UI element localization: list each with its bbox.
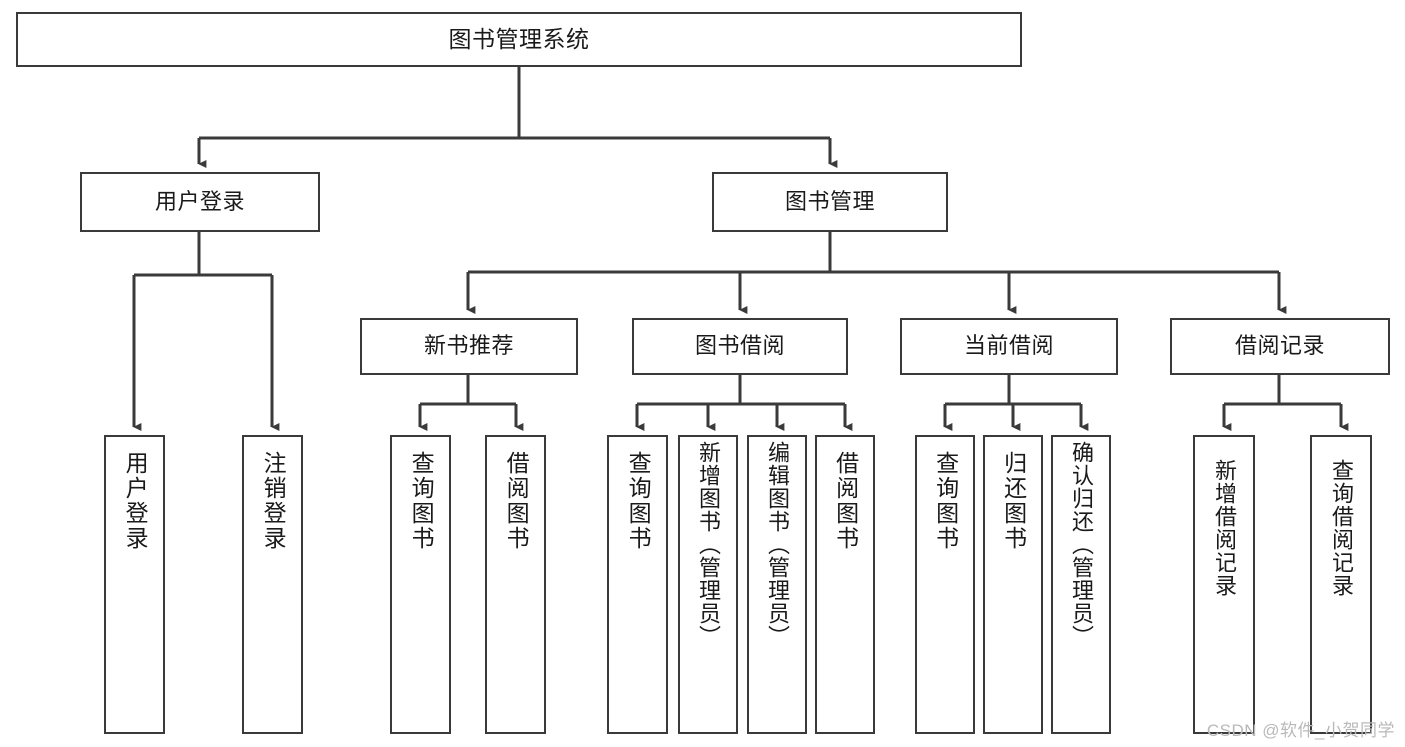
node-leaf-user-login[interactable]: 用户登录 — [104, 435, 165, 734]
node-book-manage-label: 图书管理 — [784, 188, 875, 214]
node-current-borrow[interactable]: 当前借阅 — [900, 318, 1118, 375]
node-book-borrow[interactable]: 图书借阅 — [632, 318, 848, 375]
node-leaf-query-book-cur[interactable]: 查询图书 — [915, 435, 975, 734]
node-leaf-user-logout-label: 注销登录 — [260, 451, 287, 551]
node-leaf-borrow-book-label: 借阅图书 — [832, 451, 859, 551]
node-leaf-user-logout[interactable]: 注销登录 — [242, 435, 303, 734]
node-leaf-edit-book-label: 编辑图书（管理员） — [764, 441, 790, 648]
node-leaf-query-book-rec[interactable]: 查询图书 — [390, 435, 451, 734]
node-leaf-return-book[interactable]: 归还图书 — [983, 435, 1043, 734]
node-leaf-confirm-return[interactable]: 确认归还（管理员） — [1051, 435, 1111, 734]
node-root[interactable]: 图书管理系统 — [16, 12, 1022, 67]
node-new-book-recommend[interactable]: 新书推荐 — [360, 318, 578, 375]
node-leaf-query-book-borrow-label: 查询图书 — [625, 451, 652, 551]
node-current-borrow-label: 当前借阅 — [963, 333, 1054, 359]
node-user-login[interactable]: 用户登录 — [80, 172, 320, 232]
csdn-watermark: CSDN @软件_小贺同学 — [1206, 721, 1395, 740]
node-book-manage[interactable]: 图书管理 — [712, 172, 948, 232]
node-new-book-recommend-label: 新书推荐 — [423, 333, 514, 359]
node-book-borrow-label: 图书借阅 — [694, 333, 785, 359]
node-leaf-query-book-rec-label: 查询图书 — [408, 451, 435, 551]
node-leaf-query-record[interactable]: 查询借阅记录 — [1310, 435, 1372, 734]
node-leaf-query-book-cur-label: 查询图书 — [932, 451, 959, 551]
node-borrow-record[interactable]: 借阅记录 — [1170, 318, 1390, 375]
node-borrow-record-label: 借阅记录 — [1234, 333, 1325, 359]
node-leaf-add-record-label: 新增借阅记录 — [1211, 459, 1237, 597]
node-leaf-add-book[interactable]: 新增图书（管理员） — [678, 435, 738, 734]
node-leaf-user-login-label: 用户登录 — [122, 451, 149, 551]
node-leaf-add-book-label: 新增图书（管理员） — [695, 441, 721, 648]
node-leaf-confirm-return-label: 确认归还（管理员） — [1068, 441, 1094, 648]
node-leaf-query-record-label: 查询借阅记录 — [1328, 459, 1354, 597]
node-leaf-borrow-book-rec[interactable]: 借阅图书 — [485, 435, 546, 734]
node-leaf-borrow-book-rec-label: 借阅图书 — [503, 451, 530, 551]
node-leaf-query-book-borrow[interactable]: 查询图书 — [607, 435, 668, 734]
node-root-label: 图书管理系统 — [448, 25, 590, 52]
node-leaf-return-book-label: 归还图书 — [1000, 451, 1027, 551]
node-leaf-add-record[interactable]: 新增借阅记录 — [1193, 435, 1255, 734]
node-leaf-borrow-book[interactable]: 借阅图书 — [815, 435, 875, 734]
node-user-login-label: 用户登录 — [154, 188, 245, 214]
node-leaf-edit-book[interactable]: 编辑图书（管理员） — [747, 435, 807, 734]
